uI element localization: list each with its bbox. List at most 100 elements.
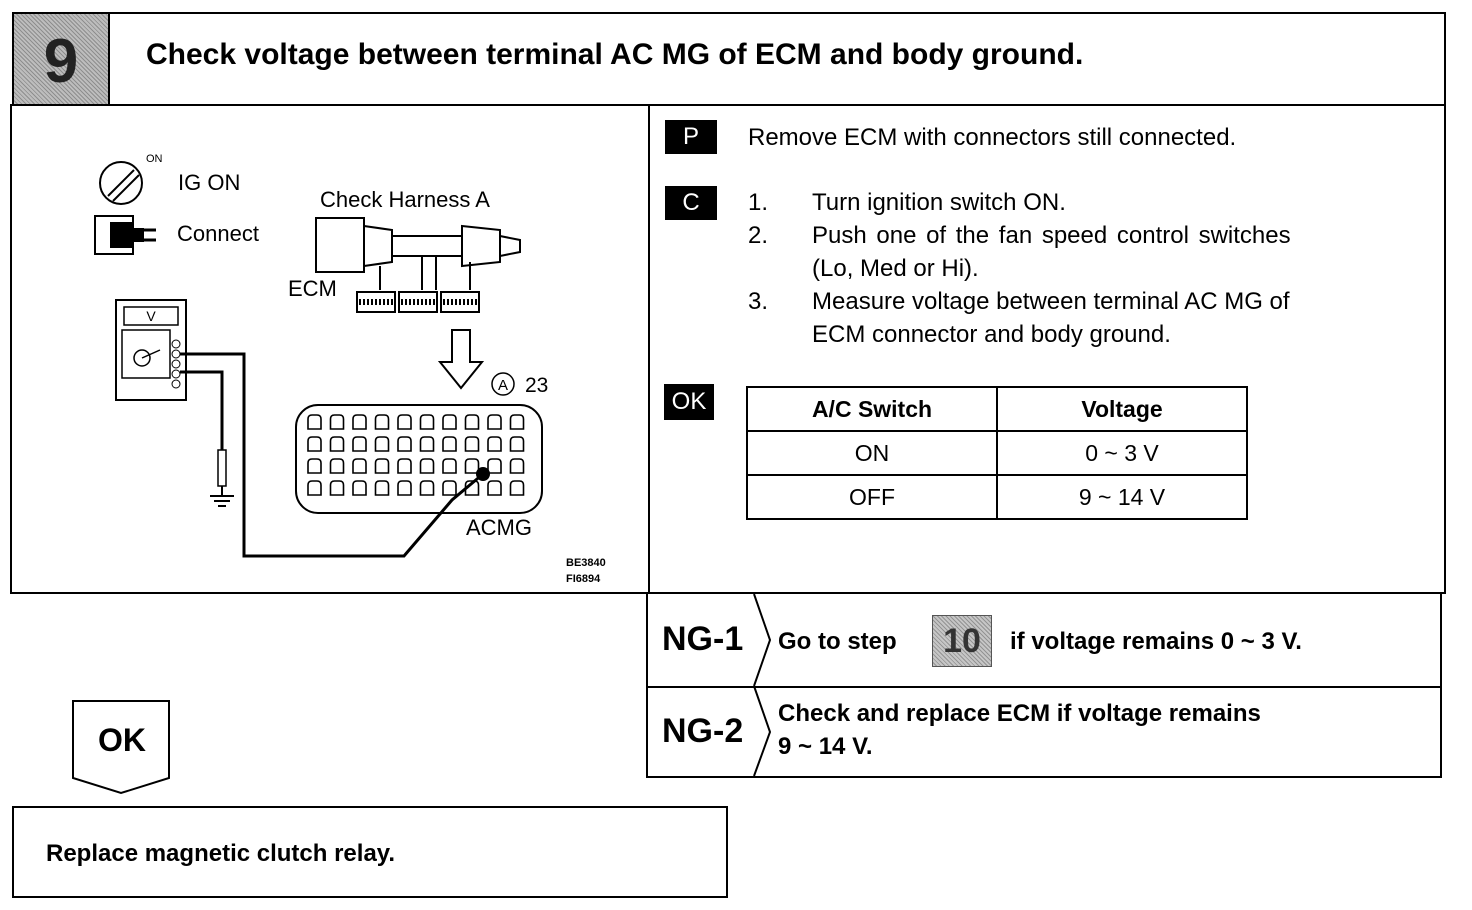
result-box	[12, 806, 728, 898]
down-arrow-icon	[437, 329, 485, 390]
table-row: ON 0 ~ 3 V	[746, 430, 1248, 476]
ng2-text-line1: Check and replace ECM if voltage remains	[778, 700, 1261, 727]
harness-label: Check Harness A	[320, 187, 490, 212]
voltmeter-icon	[115, 299, 187, 401]
connector-pin	[329, 436, 345, 452]
ground-probe-icon	[210, 449, 234, 507]
connector-pin	[307, 480, 322, 496]
connector-pin	[374, 436, 390, 452]
table-header-row: A/C Switch Voltage	[746, 386, 1248, 432]
ng2-label: NG-2	[662, 712, 744, 750]
procedure-p-text: Remove ECM with connectors still connect…	[748, 124, 1237, 151]
wiring-diagram: ON IG ON Connect Check Harness A ECM A 2…	[94, 153, 606, 585]
ng1-post-text: if voltage remains 0 ~ 3 V.	[1010, 628, 1302, 655]
connector-number: 23	[525, 374, 548, 397]
table-cell: 9 ~ 14 V	[996, 474, 1248, 520]
connector-pin	[442, 436, 457, 452]
step-3-text: Measure voltage between terminal AC MG o…	[812, 288, 1290, 315]
connector-pin	[397, 480, 412, 496]
procedure-p-tag: P	[665, 120, 717, 154]
connector-pin	[442, 458, 457, 474]
step-2-text: Push one of the fan speed control switch…	[812, 222, 1291, 249]
connector-pin	[397, 436, 412, 452]
step-3-num: 3.	[748, 288, 769, 315]
step-2-num: 2.	[748, 222, 769, 249]
connector-ref-letter: A	[498, 377, 508, 394]
check-harness-illustration	[315, 217, 521, 290]
ok-label: OK	[98, 722, 146, 758]
table-header-voltage: Voltage	[996, 386, 1248, 432]
page-title: Check voltage between terminal AC MG of …	[146, 38, 1084, 71]
table-header-switch: A/C Switch	[746, 386, 998, 432]
connector-pin	[352, 480, 367, 496]
ecm-label: ECM	[288, 276, 337, 301]
connector-ref-circle	[491, 372, 515, 396]
connector-pin	[374, 458, 390, 474]
ignition-switch-icon	[99, 161, 143, 205]
harness-connectors	[356, 291, 480, 313]
connector-icon	[94, 215, 156, 255]
procedure-panel	[648, 104, 1446, 594]
connector-pin	[307, 458, 322, 474]
switch-on-label: ON	[146, 153, 163, 165]
connector-pins	[307, 414, 525, 496]
voltage-table: A/C Switch Voltage ON 0 ~ 3 V OFF 9 ~ 14…	[746, 386, 1248, 520]
step-1-text: Turn ignition switch ON.	[812, 189, 1066, 216]
connector-pin	[307, 436, 322, 452]
ng2-box	[646, 686, 1442, 778]
connector-pin	[329, 480, 345, 496]
ng2-text-line2: 9 ~ 14 V.	[778, 733, 873, 760]
table-cell: OFF	[746, 474, 998, 520]
ig-on-label: IG ON	[178, 170, 240, 195]
figure-code-2: FI6894	[566, 573, 601, 585]
connector-pin	[419, 436, 435, 452]
connector-pin	[464, 414, 480, 430]
connector-pin	[397, 458, 412, 474]
connector-pin	[509, 480, 525, 496]
connector-pin	[509, 414, 525, 430]
connector-pin	[464, 436, 480, 452]
table-cell: 0 ~ 3 V	[996, 430, 1248, 476]
ng1-pre-text: Go to step	[778, 628, 897, 655]
connector-pin	[374, 480, 390, 496]
ground-lead-wire	[180, 370, 224, 452]
terminal-label: ACMG	[466, 515, 532, 540]
connector-pin	[509, 436, 525, 452]
step-3-text-cont: ECM connector and body ground.	[812, 321, 1171, 348]
connector-pin	[419, 480, 435, 496]
step-header	[12, 12, 1446, 106]
ok-pointer-box	[72, 700, 170, 795]
connector-pin	[487, 480, 502, 496]
step-number-badge: 9	[14, 14, 110, 104]
connector-pin	[397, 414, 412, 430]
connector-pin	[374, 414, 390, 430]
connector-pin	[419, 458, 435, 474]
ng1-label: NG-1	[662, 620, 744, 658]
connector-pin	[352, 458, 367, 474]
ng-dividers	[753, 593, 772, 777]
step-number: 9	[43, 27, 79, 96]
result-text: Replace magnetic clutch relay.	[46, 840, 396, 867]
connector-pin	[487, 436, 502, 452]
connector-pin	[352, 414, 367, 430]
table-row: OFF 9 ~ 14 V	[746, 474, 1248, 520]
step-2-text-cont: (Lo, Med or Hi).	[812, 255, 979, 282]
connector-pin	[442, 414, 457, 430]
connector-pin	[464, 458, 480, 474]
connector-pin	[352, 436, 367, 452]
connector-pin	[487, 458, 502, 474]
procedure-c-tag: C	[665, 186, 717, 220]
connector-pin	[487, 414, 502, 430]
go-to-step-badge[interactable]: 10	[932, 615, 992, 667]
figure-code-1: BE3840	[566, 557, 606, 569]
meter-label: V	[146, 308, 156, 324]
connector-pin	[307, 414, 322, 430]
connector-pin	[442, 480, 457, 496]
connector-pin	[329, 414, 345, 430]
connect-label: Connect	[177, 221, 259, 246]
positive-lead-wire	[180, 352, 484, 558]
connector-pin	[419, 414, 435, 430]
procedure-ok-tag: OK	[664, 384, 714, 420]
table-cell: ON	[746, 430, 998, 476]
connector-pin	[509, 458, 525, 474]
